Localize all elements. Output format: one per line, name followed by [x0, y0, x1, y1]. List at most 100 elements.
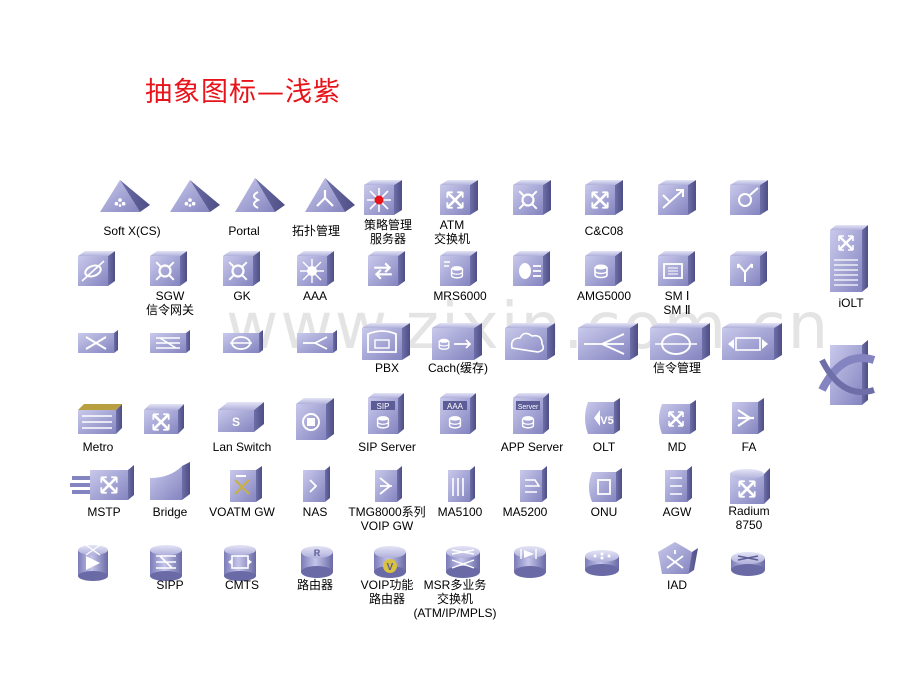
cube-ring-icon [513, 180, 551, 215]
cube-x-wide-icon [144, 404, 184, 434]
label-atm-switch: ATM 交换机 [433, 218, 471, 246]
hub-cylinder-icon [585, 550, 619, 576]
label-mstp: MSTP [87, 505, 121, 519]
label-amg5000: AMG5000 [576, 289, 632, 303]
olt-icon: V5 [585, 398, 620, 434]
cube-exchange-icon [368, 251, 405, 286]
cube-arrows-icon [658, 180, 696, 215]
soft-x-pyramid-icon [100, 180, 150, 212]
label-ma5200: MA5200 [502, 505, 548, 519]
label-sm: SM Ⅰ SM Ⅱ [663, 289, 691, 317]
voip-v-text: V [387, 562, 394, 573]
router-icon: R [301, 546, 333, 578]
sgw-icon [150, 251, 187, 286]
label-tmg8000: TMG8000系列 VOIP GW [348, 505, 426, 533]
label-lan-switch: Lan Switch [212, 440, 272, 454]
bridge-icon [150, 462, 190, 500]
v5-text: V5 [600, 415, 613, 427]
fa-icon [732, 398, 764, 434]
label-router: 路由器 [296, 578, 334, 592]
lan-switch-icon: S [218, 402, 264, 432]
label-cmts: CMTS [225, 578, 259, 592]
slab-splitter-icon [578, 323, 638, 360]
label-iad: IAD [666, 578, 688, 592]
label-cc08: C&C08 [584, 224, 624, 238]
msr-icon [446, 546, 480, 578]
switch-cylinder-icon [731, 552, 765, 576]
label-bridge: Bridge [152, 505, 188, 519]
cache-icon [432, 323, 482, 360]
onu-icon [589, 468, 622, 502]
slab-mux-icon [150, 330, 190, 353]
slab-cloud-icon [505, 323, 555, 360]
lan-switch-s-text: S [232, 415, 240, 429]
label-signal-management: 信令管理 [652, 361, 702, 375]
amg5000-icon [585, 251, 622, 286]
sm-icon [658, 251, 695, 286]
aaa-server-icon: AAA [440, 393, 476, 434]
app-server-icon: Server [513, 393, 549, 434]
cube-monitor-icon [296, 398, 334, 440]
cube-disc-icon [513, 251, 550, 286]
cc08-switch-icon [585, 180, 623, 215]
label-fa: FA [741, 440, 757, 454]
ma5100-icon [448, 466, 475, 502]
gk-icon [223, 251, 260, 286]
sip-server-icon: SIP [368, 393, 404, 434]
label-voip-router: VOIP功能 路由器 [360, 578, 414, 606]
label-app-server: APP Server [500, 440, 564, 454]
label-sgw: SGW 信令网关 [145, 289, 195, 317]
label-cache: Cach(缓存) [427, 361, 489, 375]
label-metro: Metro [82, 440, 114, 454]
label-ma5100: MA5100 [437, 505, 483, 519]
topology-pyramid-icon [305, 178, 355, 212]
policy-server-icon [364, 180, 402, 215]
video-cylinder-icon [514, 546, 546, 578]
voatm-gw-icon [230, 466, 262, 502]
md-icon [659, 400, 696, 434]
label-sip-server: SIP Server [358, 440, 416, 454]
metro-icon [78, 404, 122, 434]
iolt-box-icon [818, 340, 876, 405]
label-soft-x: Soft X(CS) [103, 224, 161, 238]
slab-bidirectional-icon [722, 323, 782, 360]
nas-icon [303, 466, 330, 502]
voip-router-icon: V [374, 546, 406, 578]
cube-loop-icon [730, 180, 768, 215]
pyramid-icon [170, 180, 220, 212]
slab-fork-icon [297, 330, 337, 353]
router-r-text: R [314, 548, 321, 558]
atm-switch-icon [440, 180, 478, 215]
cube-globe-icon [78, 251, 115, 286]
cmts-icon [224, 545, 256, 581]
agw-icon [665, 466, 692, 502]
label-olt: OLT [592, 440, 616, 454]
cube-split-icon [730, 251, 767, 286]
slab-x-icon [78, 330, 118, 353]
label-gk: GK [233, 289, 251, 303]
iolt-icon [830, 225, 868, 292]
mstp-icon [70, 465, 134, 500]
server-text: Server [518, 404, 539, 411]
tmg8000-icon [375, 466, 402, 502]
label-iolt: iOLT [838, 296, 864, 310]
label-voatm-gw: VOATM GW [209, 505, 275, 519]
portal-pyramid-icon [235, 178, 285, 212]
mrs6000-icon [440, 251, 477, 286]
label-md: MD [667, 440, 687, 454]
label-agw: AGW [662, 505, 692, 519]
label-topology-management: 拓扑管理 [291, 224, 341, 238]
iad-icon [658, 542, 698, 574]
label-sipp: SIPP [156, 578, 184, 592]
label-portal: Portal [228, 224, 260, 238]
sip-text: SIP [377, 402, 390, 411]
label-msr-switch: MSR多业务 交换机 (ATM/IP/MPLS) [413, 578, 497, 620]
label-aaa: AAA [302, 289, 328, 303]
aaa-text: AAA [447, 402, 464, 411]
label-onu: ONU [590, 505, 618, 519]
label-policy-server: 策略管理 服务器 [363, 218, 413, 246]
label-radium: Radium 8750 [728, 504, 770, 532]
media-player-cylinder-icon [78, 544, 108, 581]
ma5200-icon [520, 466, 547, 502]
